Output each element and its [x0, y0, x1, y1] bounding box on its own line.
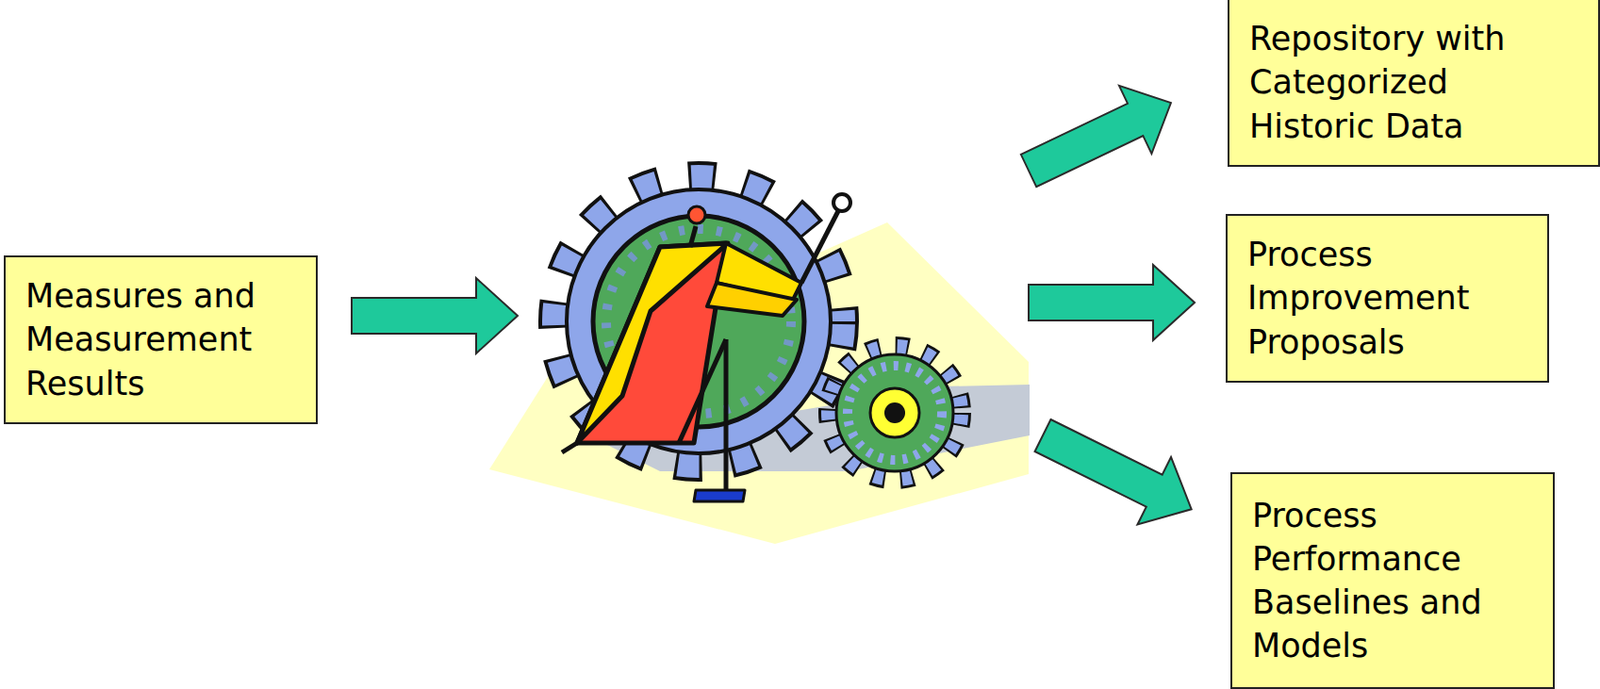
- small-gear: [828, 346, 961, 479]
- text-box: Process Performance Baselines and Models: [1230, 472, 1555, 689]
- box-label: Repository with Categorized Historic Dat…: [1249, 16, 1584, 149]
- text-box: Measures and Measurement Results: [3, 255, 318, 425]
- box-label: Process Improvement Proposals: [1247, 232, 1533, 364]
- text-box: Repository with Categorized Historic Dat…: [1227, 0, 1600, 167]
- box-label: Process Performance Baselines and Models: [1252, 494, 1538, 669]
- output-arrow: [1025, 401, 1208, 544]
- output-arrow: [1012, 68, 1188, 205]
- text-box: Process Improvement Proposals: [1225, 214, 1550, 383]
- input-arrow: [351, 278, 518, 354]
- figure: [561, 194, 851, 502]
- output-arrow: [1028, 264, 1195, 341]
- box-label: Measures and Measurement Results: [25, 274, 301, 406]
- big-gear: [557, 180, 841, 463]
